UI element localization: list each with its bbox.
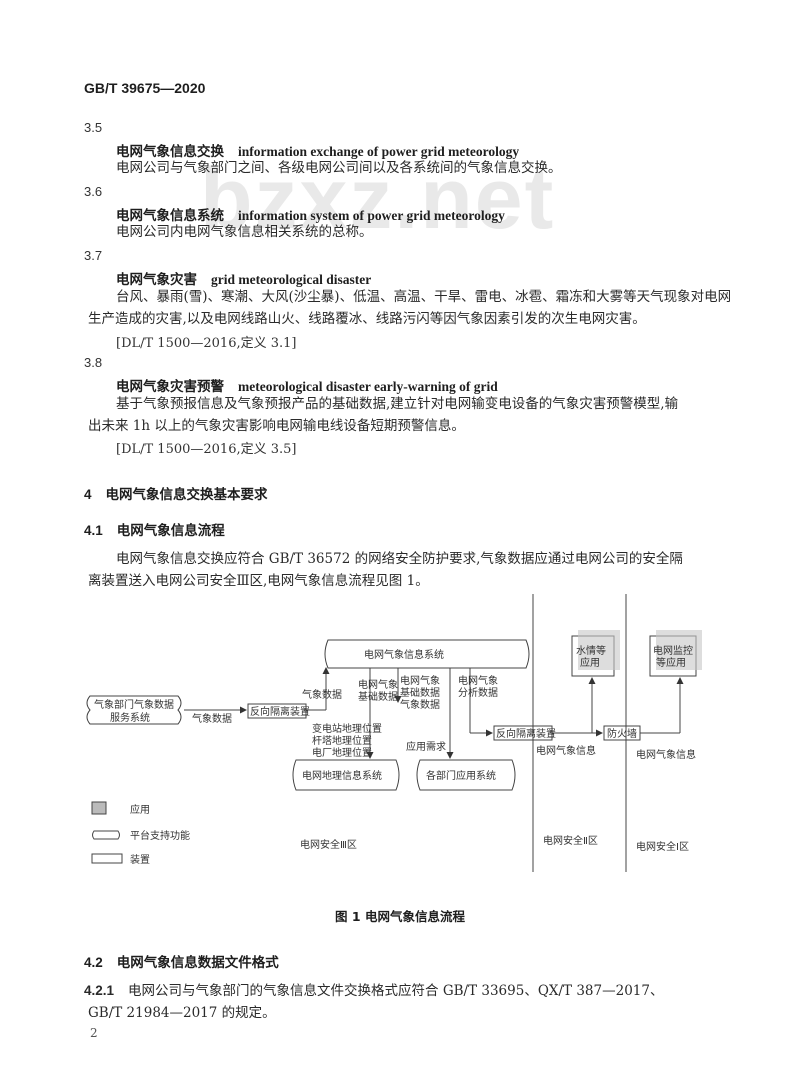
term-heading: 电网气象灾害预警 meteorological disaster early-wa… xyxy=(116,375,498,395)
term-reference: [DL/T 1500—2016,定义 3.1] xyxy=(116,336,297,351)
legend-swatch-app xyxy=(91,801,107,815)
term-number: 3.7 xyxy=(84,248,103,263)
section-title: 电网气象信息数据文件格式 xyxy=(116,955,279,971)
section-number: 4.1 xyxy=(84,523,103,538)
term-en: meteorological disaster early-warning of… xyxy=(238,379,498,394)
flow-label: 气象数据 xyxy=(302,688,342,701)
term-en: grid meteorological disaster xyxy=(211,272,372,287)
subsection-heading: 4.2 电网气象信息数据文件格式 xyxy=(84,951,279,971)
flow-label: 基础数据 xyxy=(358,690,398,703)
flow-label: 电厂地理位置 xyxy=(312,746,372,759)
flow-label: 电网气象 xyxy=(358,678,398,691)
watermark: bzxz.net xyxy=(200,151,556,247)
app-label: 水情等 xyxy=(576,644,606,657)
legend-swatch-device xyxy=(91,853,123,864)
term-number: 3.8 xyxy=(84,355,103,370)
flow-label: 电网气象信息 xyxy=(536,744,596,757)
flow-label: 电网气象信息 xyxy=(636,748,696,761)
section-heading: 4 电网气象信息交换基本要求 xyxy=(84,483,268,503)
reverse-isolation-box-1 xyxy=(247,703,307,719)
reverse-isolation-label: 反向隔离装置 xyxy=(250,705,310,718)
flow-label: 基础数据 xyxy=(400,686,440,699)
term-number: 3.6 xyxy=(84,184,103,199)
legend-label: 应用 xyxy=(130,803,150,816)
term-definition: 台风、暴雨(雪)、寒潮、大风(沙尘暴)、低温、高温、干旱、雷电、冰雹、霜冻和大雾… xyxy=(116,289,732,305)
flow-label: 杆塔地理位置 xyxy=(312,734,372,747)
term-reference: [DL/T 1500—2016,定义 3.5] xyxy=(116,442,297,457)
met-service-label: 服务系统 xyxy=(110,711,150,724)
zone-label: 电网安全Ⅱ区 xyxy=(543,834,598,847)
grid-met-system-label: 电网气象信息系统 xyxy=(364,648,444,661)
term-definition: 出未来 1h 以上的气象灾害影响电网输电线设备短期预警信息。 xyxy=(88,418,465,434)
zone-label: 电网安全Ⅲ区 xyxy=(300,838,357,851)
term-definition: 基于气象预报信息及气象预报产品的基础数据,建立针对电网输变电设备的气象灾害预警模… xyxy=(116,396,679,412)
term-heading: 电网气象灾害 grid meteorological disaster xyxy=(116,268,371,288)
flow-label: 电网气象 xyxy=(400,674,440,687)
dept-app-system-box xyxy=(416,759,516,791)
clause-number: 4.2.1 xyxy=(84,983,115,998)
legend-label: 装置 xyxy=(130,853,150,866)
app-label: 等应用 xyxy=(656,656,686,669)
app-label: 应用 xyxy=(580,656,600,669)
gis-system-label: 电网地理信息系统 xyxy=(302,769,382,782)
term-en: information exchange of power grid meteo… xyxy=(238,144,520,159)
dept-app-label: 各部门应用系统 xyxy=(426,769,496,782)
paragraph-line: 电网气象信息交换应符合 GB/T 36572 的网络安全防护要求,气象数据应通过… xyxy=(116,551,683,567)
term-number: 3.5 xyxy=(84,120,103,135)
section-title: 电网气象信息流程 xyxy=(116,523,225,539)
standard-number-header: GB/T 39675—2020 xyxy=(84,80,206,96)
clause-text: 电网公司与气象部门的气象信息文件交换格式应符合 GB/T 33695、QX/T … xyxy=(128,983,664,999)
reverse-isolation-label: 反向隔离装置 xyxy=(496,727,556,740)
term-zh: 电网气象灾害 xyxy=(116,272,197,288)
subsection-heading: 4.1 电网气象信息流程 xyxy=(84,519,225,539)
gis-system-box xyxy=(292,759,400,791)
met-service-box xyxy=(86,695,182,725)
flow-diagram: 气象部门气象数据 服务系统 气象数据 反向隔离装置 气象数据 电网气象信息系统 … xyxy=(86,594,702,872)
term-zh: 电网气象信息系统 xyxy=(116,208,224,224)
section-number: 4.2 xyxy=(84,955,103,970)
met-service-label: 气象部门气象数据 xyxy=(94,698,174,711)
legend-swatch-platform xyxy=(92,830,120,840)
term-zh: 电网气象信息交换 xyxy=(116,144,224,160)
flow-label: 气象数据 xyxy=(400,698,440,711)
zone-label: 电网安全Ⅰ区 xyxy=(636,840,689,853)
term-definition: 电网公司与气象部门之间、各级电网公司间以及各系统间的气象信息交换。 xyxy=(116,160,562,176)
flow-label: 电网气象 xyxy=(458,674,498,687)
term-heading: 电网气象信息系统 information system of power grid… xyxy=(116,204,505,224)
term-heading: 电网气象信息交换 information exchange of power gr… xyxy=(116,140,519,160)
paragraph-line: GB/T 21984—2017 的规定。 xyxy=(88,1005,276,1021)
flow-label: 应用需求 xyxy=(406,740,446,753)
flow-label: 气象数据 xyxy=(192,712,232,725)
legend-label: 平台支持功能 xyxy=(130,829,190,842)
page-number: 2 xyxy=(90,1026,98,1040)
section-number: 4 xyxy=(84,487,92,502)
paragraph-line: 4.2.1 电网公司与气象部门的气象信息文件交换格式应符合 GB/T 33695、… xyxy=(84,980,663,1002)
grid-met-system-box xyxy=(324,639,530,669)
term-en: information system of power grid meteoro… xyxy=(238,208,505,223)
firewall-label: 防火墙 xyxy=(607,727,637,740)
figure-caption: 图 1 电网气象信息流程 xyxy=(335,909,465,924)
section-title: 电网气象信息交换基本要求 xyxy=(105,487,268,503)
term-definition: 生产造成的灾害,以及电网线路山火、线路覆冰、线路污闪等因气象因素引发的次生电网灾… xyxy=(88,311,646,327)
term-zh: 电网气象灾害预警 xyxy=(116,379,224,395)
paragraph-line: 离装置送入电网公司安全Ⅲ区,电网气象信息流程见图 1。 xyxy=(88,573,429,589)
app-label: 电网监控 xyxy=(653,644,693,657)
flow-label: 分析数据 xyxy=(458,686,498,699)
flow-label: 变电站地理位置 xyxy=(312,722,382,735)
term-definition: 电网公司内电网气象信息相关系统的总称。 xyxy=(116,224,373,240)
